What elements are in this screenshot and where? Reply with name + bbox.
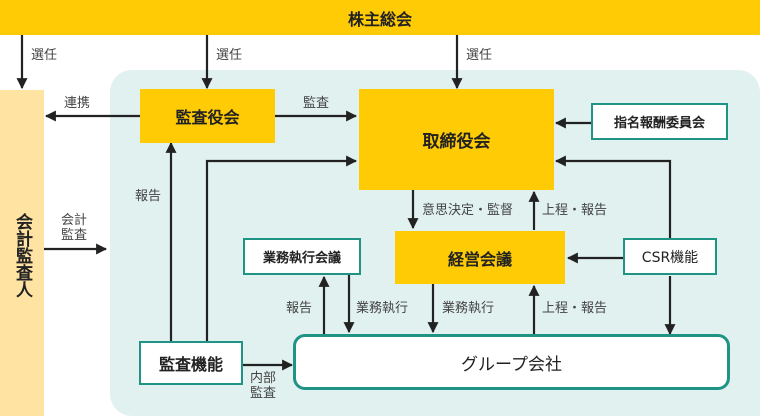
label-internal-audit-2: 監査	[250, 386, 277, 401]
label-submit-report-mm: 上程・報告	[542, 301, 608, 316]
group-companies-box: グループ会社	[293, 334, 730, 390]
group-companies-label: グループ会社	[461, 354, 562, 375]
accounting-auditor-box	[0, 90, 44, 416]
management-meeting-label: 経営会議	[447, 249, 512, 269]
label-cooperation: 連携	[64, 96, 91, 111]
audit-function-label: 監査機能	[158, 355, 223, 374]
board-of-directors-label: 取締役会	[422, 132, 491, 152]
label-internal-audit-1: 内部	[250, 371, 277, 386]
audit-function-box: 監査機能	[139, 341, 243, 385]
label-elect-auditor: 選任	[31, 48, 58, 63]
label-decision-supervision: 意思決定・監督	[422, 203, 514, 218]
label-exec-bem: 業務執行	[356, 301, 409, 316]
business-execution-meeting-box: 業務執行会議	[243, 238, 361, 275]
shareholders-meeting-box: 株主総会	[0, 0, 760, 35]
label-elect-audit-board: 選任	[216, 48, 243, 63]
label-report-audit-function: 報告	[135, 189, 162, 204]
label-report-bem: 報告	[286, 301, 313, 316]
audit-board-box: 監査役会	[140, 89, 275, 143]
arrow-audit-function-to-board	[205, 155, 358, 341]
management-meeting-box: 経営会議	[395, 231, 565, 284]
arrow-csr-to-board	[554, 155, 672, 238]
label-audit: 監査	[303, 96, 330, 111]
label-elect-board: 選任	[466, 48, 493, 63]
label-submit-report-board: 上程・報告	[542, 203, 608, 218]
business-execution-meeting-label: 業務執行会議	[262, 251, 341, 266]
csr-function-box: CSR機能	[623, 238, 717, 275]
accounting-auditor-label: 会計監査人	[12, 212, 32, 298]
audit-board-label: 監査役会	[175, 108, 240, 127]
shareholders-meeting-label: 株主総会	[347, 9, 412, 29]
csr-function-label: CSR機能	[641, 249, 699, 266]
nomination-compensation-committee-box: 指名報酬委員会	[591, 103, 728, 140]
board-of-directors-box: 取締役会	[359, 89, 554, 190]
label-accounting-audit-2: 監査	[61, 228, 88, 243]
label-exec-mm: 業務執行	[442, 301, 495, 316]
label-accounting-audit-1: 会計	[61, 213, 88, 228]
nomination-compensation-committee-label: 指名報酬委員会	[613, 116, 705, 131]
